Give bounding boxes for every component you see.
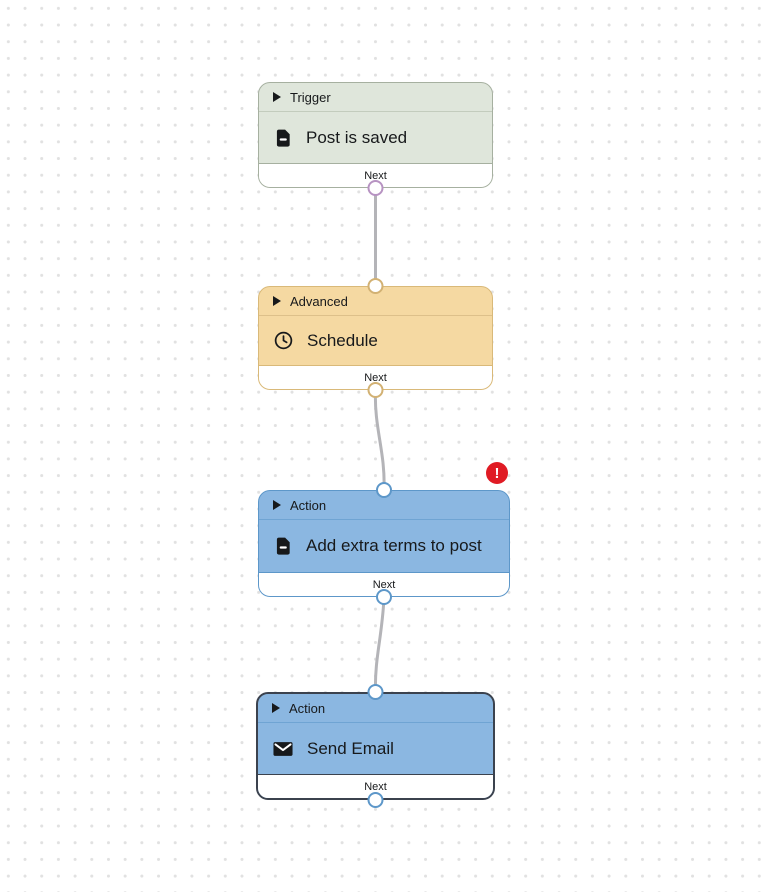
next-label: Next [364, 780, 387, 793]
node-trigger-body[interactable]: Post is saved [259, 112, 492, 163]
node-action-header[interactable]: Action [259, 491, 509, 520]
node-trigger[interactable]: Trigger Post is saved Next [258, 82, 493, 188]
next-label: Next [372, 578, 396, 591]
edge-advanced-to-action[interactable] [373, 388, 386, 492]
node-title: Post is saved [306, 127, 408, 147]
clock-icon [273, 330, 294, 351]
disclosure-triangle-icon [272, 703, 280, 713]
node-title: Schedule [307, 330, 378, 350]
next-label: Next [364, 371, 387, 384]
node-action-header[interactable]: Action [258, 694, 493, 723]
document-icon [273, 536, 293, 556]
envelope-icon [272, 738, 294, 760]
document-icon [273, 128, 293, 148]
node-advanced-header[interactable]: Advanced [259, 287, 492, 316]
node-action-footer: Next [258, 774, 493, 798]
node-type-label: Action [290, 497, 327, 513]
next-label: Next [364, 169, 387, 182]
error-badge-icon[interactable]: ! [486, 462, 508, 484]
node-type-label: Advanced [290, 293, 348, 309]
node-advanced-body[interactable]: Schedule [259, 316, 492, 365]
disclosure-triangle-icon [273, 296, 281, 306]
node-trigger-header[interactable]: Trigger [259, 83, 492, 112]
node-trigger-footer: Next [259, 163, 492, 187]
node-type-label: Action [289, 700, 326, 716]
error-badge-glyph: ! [494, 464, 500, 482]
node-action-footer: Next [259, 572, 509, 596]
node-advanced[interactable]: Advanced Schedule Next [258, 286, 493, 390]
edge-action-to-email[interactable] [373, 595, 386, 694]
node-action-add-terms[interactable]: Action Add extra terms to post Next [258, 490, 510, 597]
node-type-label: Trigger [290, 89, 331, 105]
node-action-body[interactable]: Add extra terms to post [259, 520, 509, 572]
node-action-send-email[interactable]: Action Send Email Next [256, 692, 495, 800]
node-action-body[interactable]: Send Email [258, 723, 493, 774]
node-title: Send Email [307, 738, 394, 758]
node-title: Add extra terms to post [306, 536, 482, 555]
disclosure-triangle-icon [273, 500, 281, 510]
disclosure-triangle-icon [273, 92, 281, 102]
node-advanced-footer: Next [259, 365, 492, 389]
